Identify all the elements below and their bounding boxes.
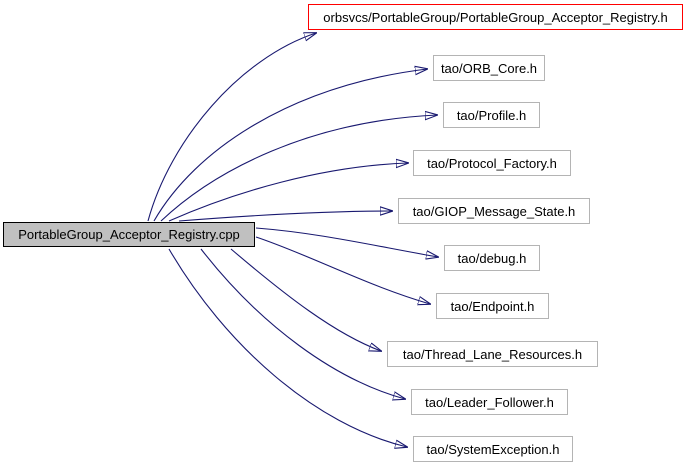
graph-node-protocol-factory-h[interactable]: tao/Protocol_Factory.h: [413, 150, 571, 176]
graph-node-orb-core-h[interactable]: tao/ORB_Core.h: [433, 55, 545, 81]
graph-node-leader-follower-h[interactable]: tao/Leader_Follower.h: [411, 389, 568, 415]
graph-node-giop-message-state-h[interactable]: tao/GIOP_Message_State.h: [398, 198, 590, 224]
node-label: orbsvcs/PortableGroup/PortableGroup_Acce…: [323, 9, 668, 25]
node-label: tao/debug.h: [457, 250, 527, 266]
node-label: tao/Profile.h: [456, 107, 527, 123]
edge-to-endpoint-h: [255, 236, 430, 304]
node-label: tao/Protocol_Factory.h: [427, 155, 557, 171]
node-label: tao/Leader_Follower.h: [425, 394, 554, 410]
edge-to-protocol-factory-h: [168, 163, 408, 222]
graph-node-thread-lane-resources-h[interactable]: tao/Thread_Lane_Resources.h: [387, 341, 598, 367]
source-node-label: PortableGroup_Acceptor_Registry.cpp: [18, 227, 240, 242]
edge-to-profile-h: [160, 115, 437, 222]
node-label: tao/Thread_Lane_Resources.h: [402, 346, 583, 362]
graph-node-systemexception-h[interactable]: tao/SystemException.h: [413, 436, 573, 462]
node-label: tao/SystemException.h: [426, 441, 560, 457]
edge-to-leader-follower-h: [200, 248, 405, 399]
graph-node-source-cpp[interactable]: PortableGroup_Acceptor_Registry.cpp: [3, 222, 255, 247]
edge-to-debug-h: [255, 227, 438, 257]
node-label: tao/Endpoint.h: [450, 298, 535, 314]
graph-node-debug-h[interactable]: tao/debug.h: [444, 245, 540, 271]
edge-to-portablegroup-acceptor-registry-h: [147, 33, 316, 222]
graph-node-endpoint-h[interactable]: tao/Endpoint.h: [436, 293, 549, 319]
edge-to-orb-core-h: [153, 69, 427, 222]
edge-to-giop-message-state-h: [178, 211, 392, 222]
graph-node-portablegroup-acceptor-registry-h[interactable]: orbsvcs/PortableGroup/PortableGroup_Acce…: [308, 4, 683, 30]
edge-to-thread-lane-resources-h: [230, 248, 381, 351]
node-label: tao/GIOP_Message_State.h: [412, 203, 576, 219]
edge-to-systemexception-h: [168, 248, 407, 447]
graph-node-profile-h[interactable]: tao/Profile.h: [443, 102, 540, 128]
node-label: tao/ORB_Core.h: [440, 60, 538, 76]
